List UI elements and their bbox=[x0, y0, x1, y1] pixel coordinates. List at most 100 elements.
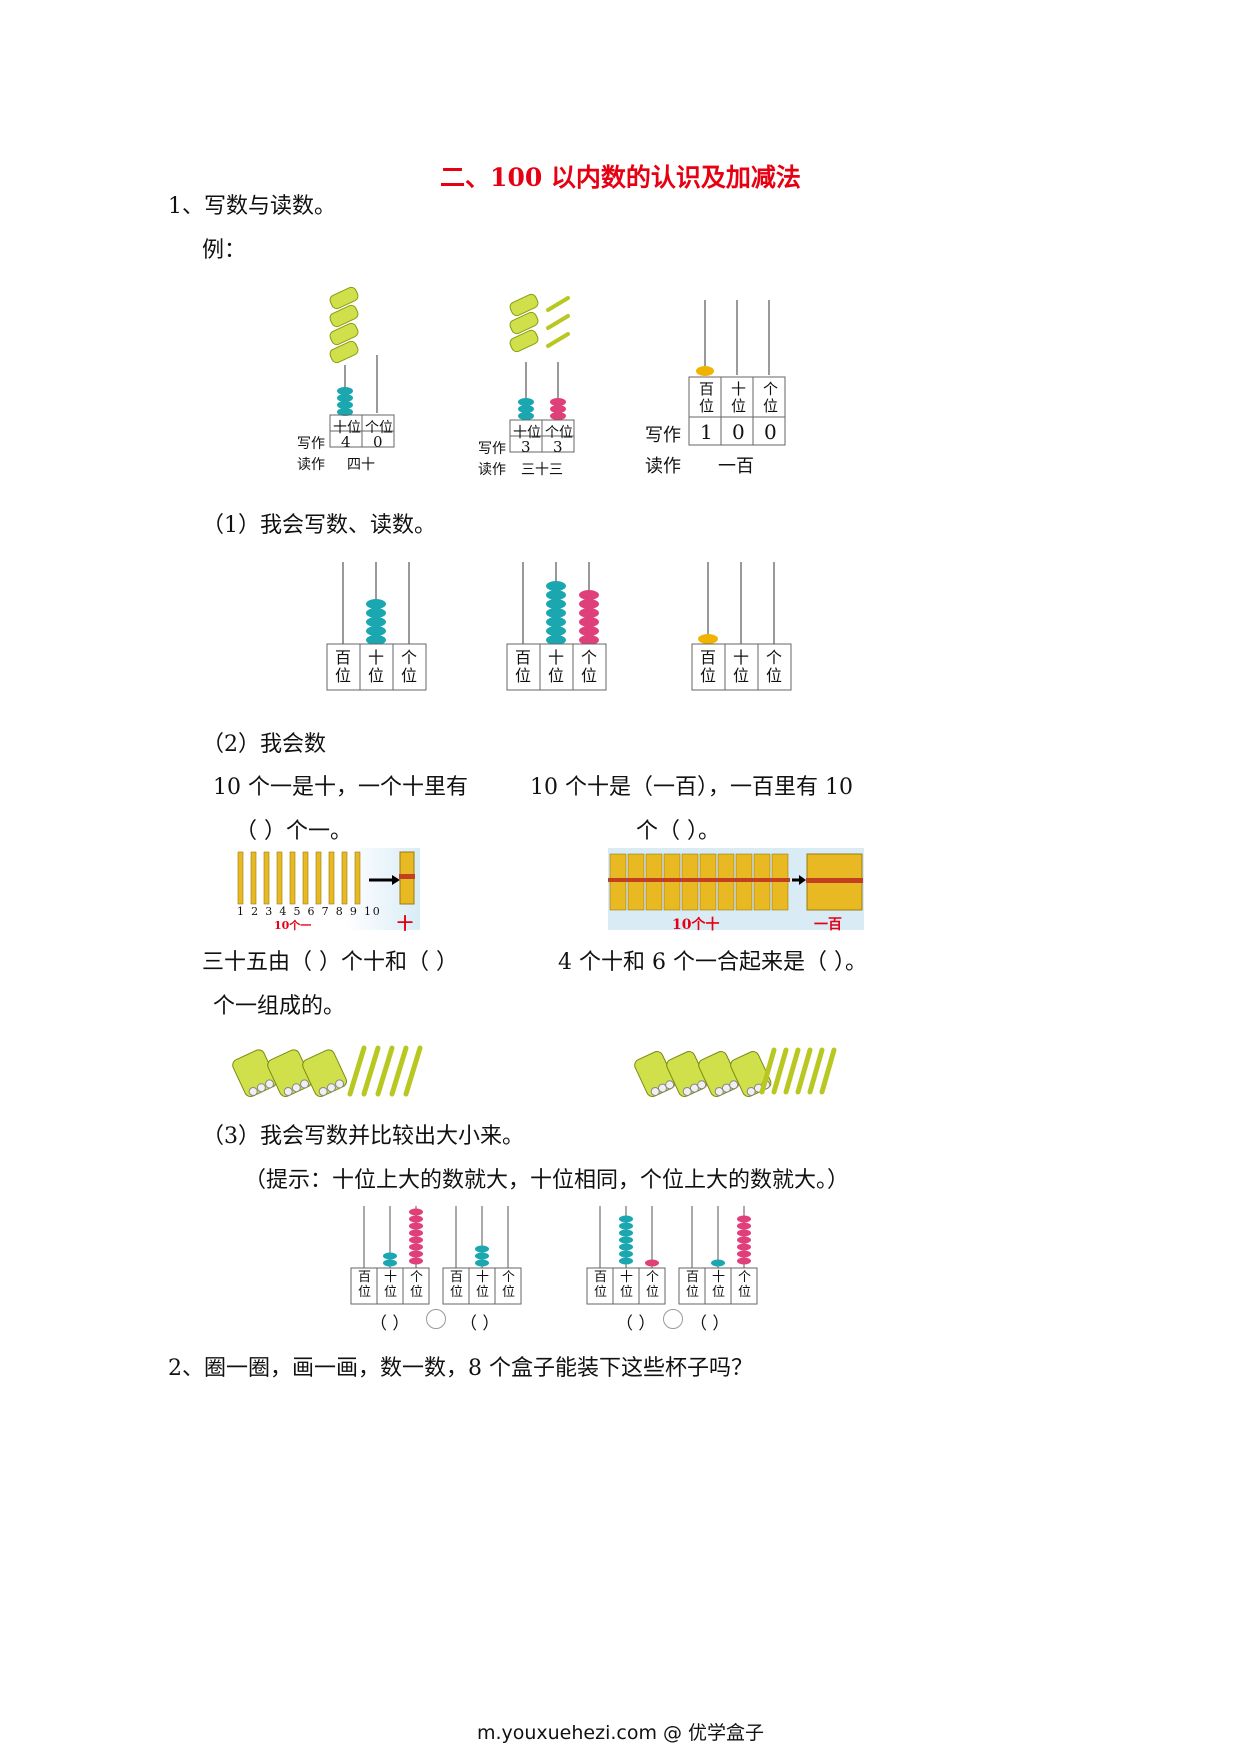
reading-text: 一百 bbox=[718, 456, 754, 477]
tens-place-label: 十位 bbox=[513, 425, 541, 441]
tens-beads bbox=[366, 599, 386, 645]
example-abacus-40 bbox=[329, 286, 395, 448]
question-1-heading: 1、写数与读数。 bbox=[168, 194, 336, 219]
tens-place-label: 十位 bbox=[333, 420, 361, 436]
footer-source: m.youxuehezi.com @ 优学盒子 bbox=[476, 1722, 765, 1744]
ones-beads bbox=[409, 1208, 423, 1265]
part-3-heading: （3）我会写数并比较出大小来。 bbox=[202, 1124, 524, 1149]
ones-place-label: 个位 bbox=[646, 1270, 660, 1300]
hundreds-place-label: 百位 bbox=[335, 648, 352, 685]
stick-bundles bbox=[329, 286, 359, 364]
single-sticks bbox=[237, 851, 361, 905]
tens-place-label: 十位 bbox=[712, 1270, 726, 1300]
read-label: 读作 bbox=[478, 462, 506, 478]
digit-tens: 3 bbox=[521, 438, 531, 456]
example-abacus-100 bbox=[688, 300, 786, 446]
hint-text: （提示：十位上大的数就大，十位相同，个位上大的数就大。） bbox=[244, 1168, 850, 1193]
compose-right: 4 个十和 6 个一合起来是（ ）。 bbox=[558, 950, 867, 975]
digit-tens: 0 bbox=[732, 420, 745, 444]
ones-place-label: 个位 bbox=[502, 1270, 516, 1300]
compare-abacus-pair-2 bbox=[586, 1206, 758, 1305]
write-label: 写作 bbox=[478, 441, 506, 457]
ten-ones-image: 1 2 3 4 5 6 7 8 9 10 10个一 十 bbox=[234, 848, 420, 933]
part-2-heading: （2）我会数 bbox=[202, 732, 326, 757]
read-label: 读作 bbox=[645, 456, 681, 477]
tens-bead bbox=[711, 1259, 725, 1267]
ten-result: 十 bbox=[397, 914, 414, 933]
tens-beads bbox=[337, 387, 353, 416]
stick-bundles bbox=[232, 1049, 347, 1098]
ones-place-label: 个位 bbox=[763, 380, 779, 415]
tens-place-label: 十位 bbox=[548, 648, 565, 685]
hundreds-place-label: 百位 bbox=[594, 1270, 608, 1300]
hundreds-place-label: 百位 bbox=[450, 1270, 464, 1300]
example-abacus-33 bbox=[509, 293, 575, 453]
read-label: 读作 bbox=[297, 457, 325, 473]
hundred-result: 一百 bbox=[814, 917, 842, 933]
ten-tens-image: 10个十 一百 bbox=[608, 848, 864, 933]
stick-bundles bbox=[634, 1051, 772, 1098]
single-sticks bbox=[759, 1047, 837, 1095]
compare-circle[interactable] bbox=[426, 1309, 446, 1329]
tens-beads bbox=[546, 581, 566, 645]
hundreds-place-label: 百位 bbox=[515, 648, 532, 685]
reading-text: 三十三 bbox=[521, 462, 563, 478]
ones-place-label: 个位 bbox=[410, 1270, 424, 1300]
write-label: 写作 bbox=[297, 436, 325, 452]
sticks-46-image bbox=[634, 1047, 837, 1098]
tens-beads bbox=[383, 1252, 397, 1267]
compare-abacus-pair-1 bbox=[350, 1206, 522, 1305]
tens-place-label: 十位 bbox=[731, 380, 747, 415]
tens-beads bbox=[619, 1215, 633, 1265]
tens-place-label: 十位 bbox=[733, 648, 750, 685]
hundreds-place-label: 百位 bbox=[699, 380, 715, 415]
compose-left-line-2: 个一组成的。 bbox=[213, 994, 346, 1019]
example-label: 例： bbox=[202, 238, 247, 263]
compare-circle[interactable] bbox=[663, 1309, 683, 1329]
answer-blank[interactable]: （ ） bbox=[616, 1314, 656, 1334]
bundles-of-ten bbox=[608, 853, 790, 911]
single-sticks bbox=[546, 296, 570, 348]
compose-left-line-1: 三十五由（ ）个十和（ ） bbox=[202, 950, 458, 975]
answer-blank[interactable]: （ ） bbox=[460, 1314, 500, 1334]
hundreds-bead bbox=[698, 634, 718, 644]
ten-ones-caption: 10个一 bbox=[274, 919, 312, 932]
ones-place-label: 个位 bbox=[401, 648, 418, 685]
answer-blank[interactable]: （ ） bbox=[690, 1314, 730, 1334]
abacus-exercise-3 bbox=[691, 562, 792, 691]
tens-place-label: 十位 bbox=[384, 1270, 398, 1300]
stick-bundles bbox=[509, 293, 539, 353]
hundreds-place-label: 百位 bbox=[700, 648, 717, 685]
tens-place-label: 十位 bbox=[476, 1270, 490, 1300]
ones-place-label: 个位 bbox=[766, 648, 783, 685]
count-right-line-1: 10 个十是（一百），一百里有 10 bbox=[530, 775, 853, 800]
answer-blank[interactable]: （ ） bbox=[370, 1314, 410, 1334]
ones-beads bbox=[737, 1215, 751, 1265]
count-left-line-1: 10 个一是十，一个十里有 bbox=[213, 775, 468, 800]
count-right-line-2: 个（ ）。 bbox=[636, 819, 720, 844]
digit-hundreds: 1 bbox=[700, 420, 713, 444]
hundreds-place-label: 百位 bbox=[358, 1270, 372, 1300]
ones-bead bbox=[645, 1259, 659, 1267]
tens-place-label: 十位 bbox=[368, 648, 385, 685]
sticks-35-image bbox=[232, 1045, 423, 1098]
part-1-heading: （1）我会写数、读数。 bbox=[202, 513, 436, 538]
question-2-heading: 2、圈一圈，画一画，数一数，8 个盒子能装下这些杯子吗？ bbox=[168, 1356, 753, 1381]
tens-place-label: 十位 bbox=[620, 1270, 634, 1300]
tens-beads bbox=[475, 1245, 489, 1267]
ten-tens-caption: 10个十 bbox=[672, 917, 720, 933]
ones-place-label: 个位 bbox=[581, 648, 598, 685]
write-label: 写作 bbox=[645, 425, 681, 446]
reading-text: 四十 bbox=[347, 457, 375, 473]
ones-place-label: 个位 bbox=[545, 425, 573, 441]
hundreds-place-label: 百位 bbox=[686, 1270, 700, 1300]
tens-beads bbox=[518, 398, 534, 420]
stick-number-labels: 1 2 3 4 5 6 7 8 9 10 bbox=[237, 905, 382, 918]
digit-ones: 0 bbox=[764, 420, 777, 444]
ones-place-label: 个位 bbox=[365, 420, 393, 436]
digit-ones: 0 bbox=[373, 433, 383, 451]
single-sticks bbox=[347, 1045, 423, 1097]
digit-ones: 3 bbox=[553, 438, 563, 456]
page-title: 二、100 以内数的认识及加减法 bbox=[440, 163, 801, 192]
abacus-exercise-2 bbox=[506, 562, 607, 691]
